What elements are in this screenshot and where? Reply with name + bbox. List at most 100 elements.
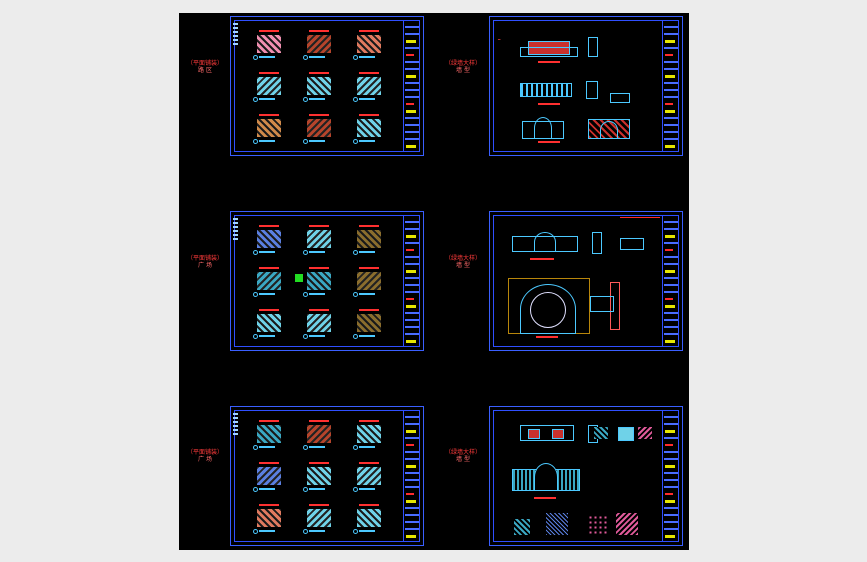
title-block-row (405, 486, 419, 488)
title-block-row (664, 47, 678, 49)
title-block-row (664, 82, 678, 84)
wall-elevation (520, 83, 572, 97)
title-block-row (664, 96, 678, 98)
swatch-caption (359, 504, 379, 506)
title-block-row (665, 54, 673, 56)
title-block-row (405, 61, 419, 63)
section-marker-icon (253, 55, 258, 60)
title-block-row (665, 235, 675, 238)
section-marker-icon (353, 334, 358, 339)
title-block-row (405, 47, 419, 49)
title-block-row (665, 270, 675, 273)
title-block-row (664, 326, 678, 328)
swatch-caption (259, 267, 279, 269)
paving-swatch (357, 119, 381, 137)
moon-gate-circle (530, 292, 566, 328)
section-marker-icon (303, 487, 308, 492)
drawing-sheet-wall-2[interactable] (489, 211, 683, 351)
swatch-scale-line (259, 251, 275, 253)
paving-swatch (307, 230, 331, 248)
swatch-caption (309, 420, 329, 422)
title-block-row (406, 500, 416, 503)
swatch-scale-line (259, 293, 275, 295)
paving-swatch (357, 314, 381, 332)
paving-swatch (257, 77, 281, 95)
title-block-row (406, 103, 414, 105)
caption-bar (534, 497, 556, 499)
title-block (403, 215, 420, 347)
swatch-scale-line (359, 335, 375, 337)
label-title: （绿墙大样） (445, 449, 482, 456)
drawing-sheet-wall-3[interactable] (489, 406, 683, 546)
title-block-row (406, 249, 414, 251)
title-block-row (664, 124, 678, 126)
wall-section (588, 37, 598, 57)
title-block-row (664, 277, 678, 279)
paving-swatch (257, 119, 281, 137)
swatch-caption (259, 114, 279, 116)
drawing-sheet-paving-1[interactable] (230, 16, 424, 156)
wall-detail (610, 93, 630, 103)
title-block-row (405, 507, 419, 509)
swatch-scale-line (359, 98, 375, 100)
sheet-border (234, 215, 420, 347)
section-marker-icon (303, 250, 308, 255)
title-block-row (664, 423, 678, 425)
title-block-row (664, 472, 678, 474)
title-block-row (405, 423, 419, 425)
title-block-row (665, 298, 673, 300)
title-block-row (665, 430, 675, 433)
title-block-row (664, 437, 678, 439)
selection-grip[interactable] (295, 274, 303, 282)
title-block-row (405, 528, 419, 530)
title-block-row (665, 103, 673, 105)
title-block-row (664, 221, 678, 223)
label-sub: 墙 型 (456, 456, 470, 463)
sheet-label-wall-1: （绿墙大样） 墙 型 (445, 60, 481, 74)
section-marker-icon (253, 250, 258, 255)
pattern-swatch (616, 513, 638, 535)
gate-arch (534, 117, 552, 139)
title-block-row (405, 319, 419, 321)
title-block-row (664, 312, 678, 314)
title-block-row (664, 263, 678, 265)
wall-section (586, 81, 598, 99)
title-block-row (405, 284, 419, 286)
title-block-row (665, 340, 675, 343)
sheet-side-title (233, 218, 238, 240)
sheet-label-paving-plaza-1: （平面铺装） 广 场 (187, 255, 223, 269)
title-block-row (665, 493, 673, 495)
title-block-row (405, 277, 419, 279)
title-block-row (664, 333, 678, 335)
title-block-row (665, 444, 673, 446)
drawing-sheet-wall-1[interactable]: ━ (489, 16, 683, 156)
swatch-scale-line (259, 488, 275, 490)
label-title: （平面铺装） (187, 449, 224, 456)
section-marker-icon (303, 97, 308, 102)
title-block-row (406, 465, 416, 468)
arch-gate-outer (520, 284, 576, 334)
paving-swatch (307, 77, 331, 95)
cad-model-viewport[interactable]: （平面铺装） 路 区 （平面铺装） 广 场 （平面铺装） 广 场 （绿墙大样） … (179, 13, 689, 550)
section-marker-icon (353, 529, 358, 534)
title-block-row (664, 228, 678, 230)
sheet-side-title (233, 23, 238, 45)
title-block-row (665, 40, 675, 43)
swatch-caption (359, 72, 379, 74)
title-block-row (664, 131, 678, 133)
swatch-scale-line (309, 251, 325, 253)
title-block-row (405, 138, 419, 140)
title-block-row (406, 298, 414, 300)
title-block-row (664, 117, 678, 119)
title-block-row (664, 291, 678, 293)
drawing-sheet-paving-3[interactable] (230, 406, 424, 546)
wall-panel (552, 429, 564, 439)
title-block-row (664, 486, 678, 488)
swatch-caption (309, 309, 329, 311)
paving-swatch (357, 509, 381, 527)
title-block-row (664, 319, 678, 321)
drawing-sheet-paving-2[interactable] (230, 211, 424, 351)
title-block-row (664, 61, 678, 63)
title-block-row (405, 124, 419, 126)
swatch-caption (359, 267, 379, 269)
